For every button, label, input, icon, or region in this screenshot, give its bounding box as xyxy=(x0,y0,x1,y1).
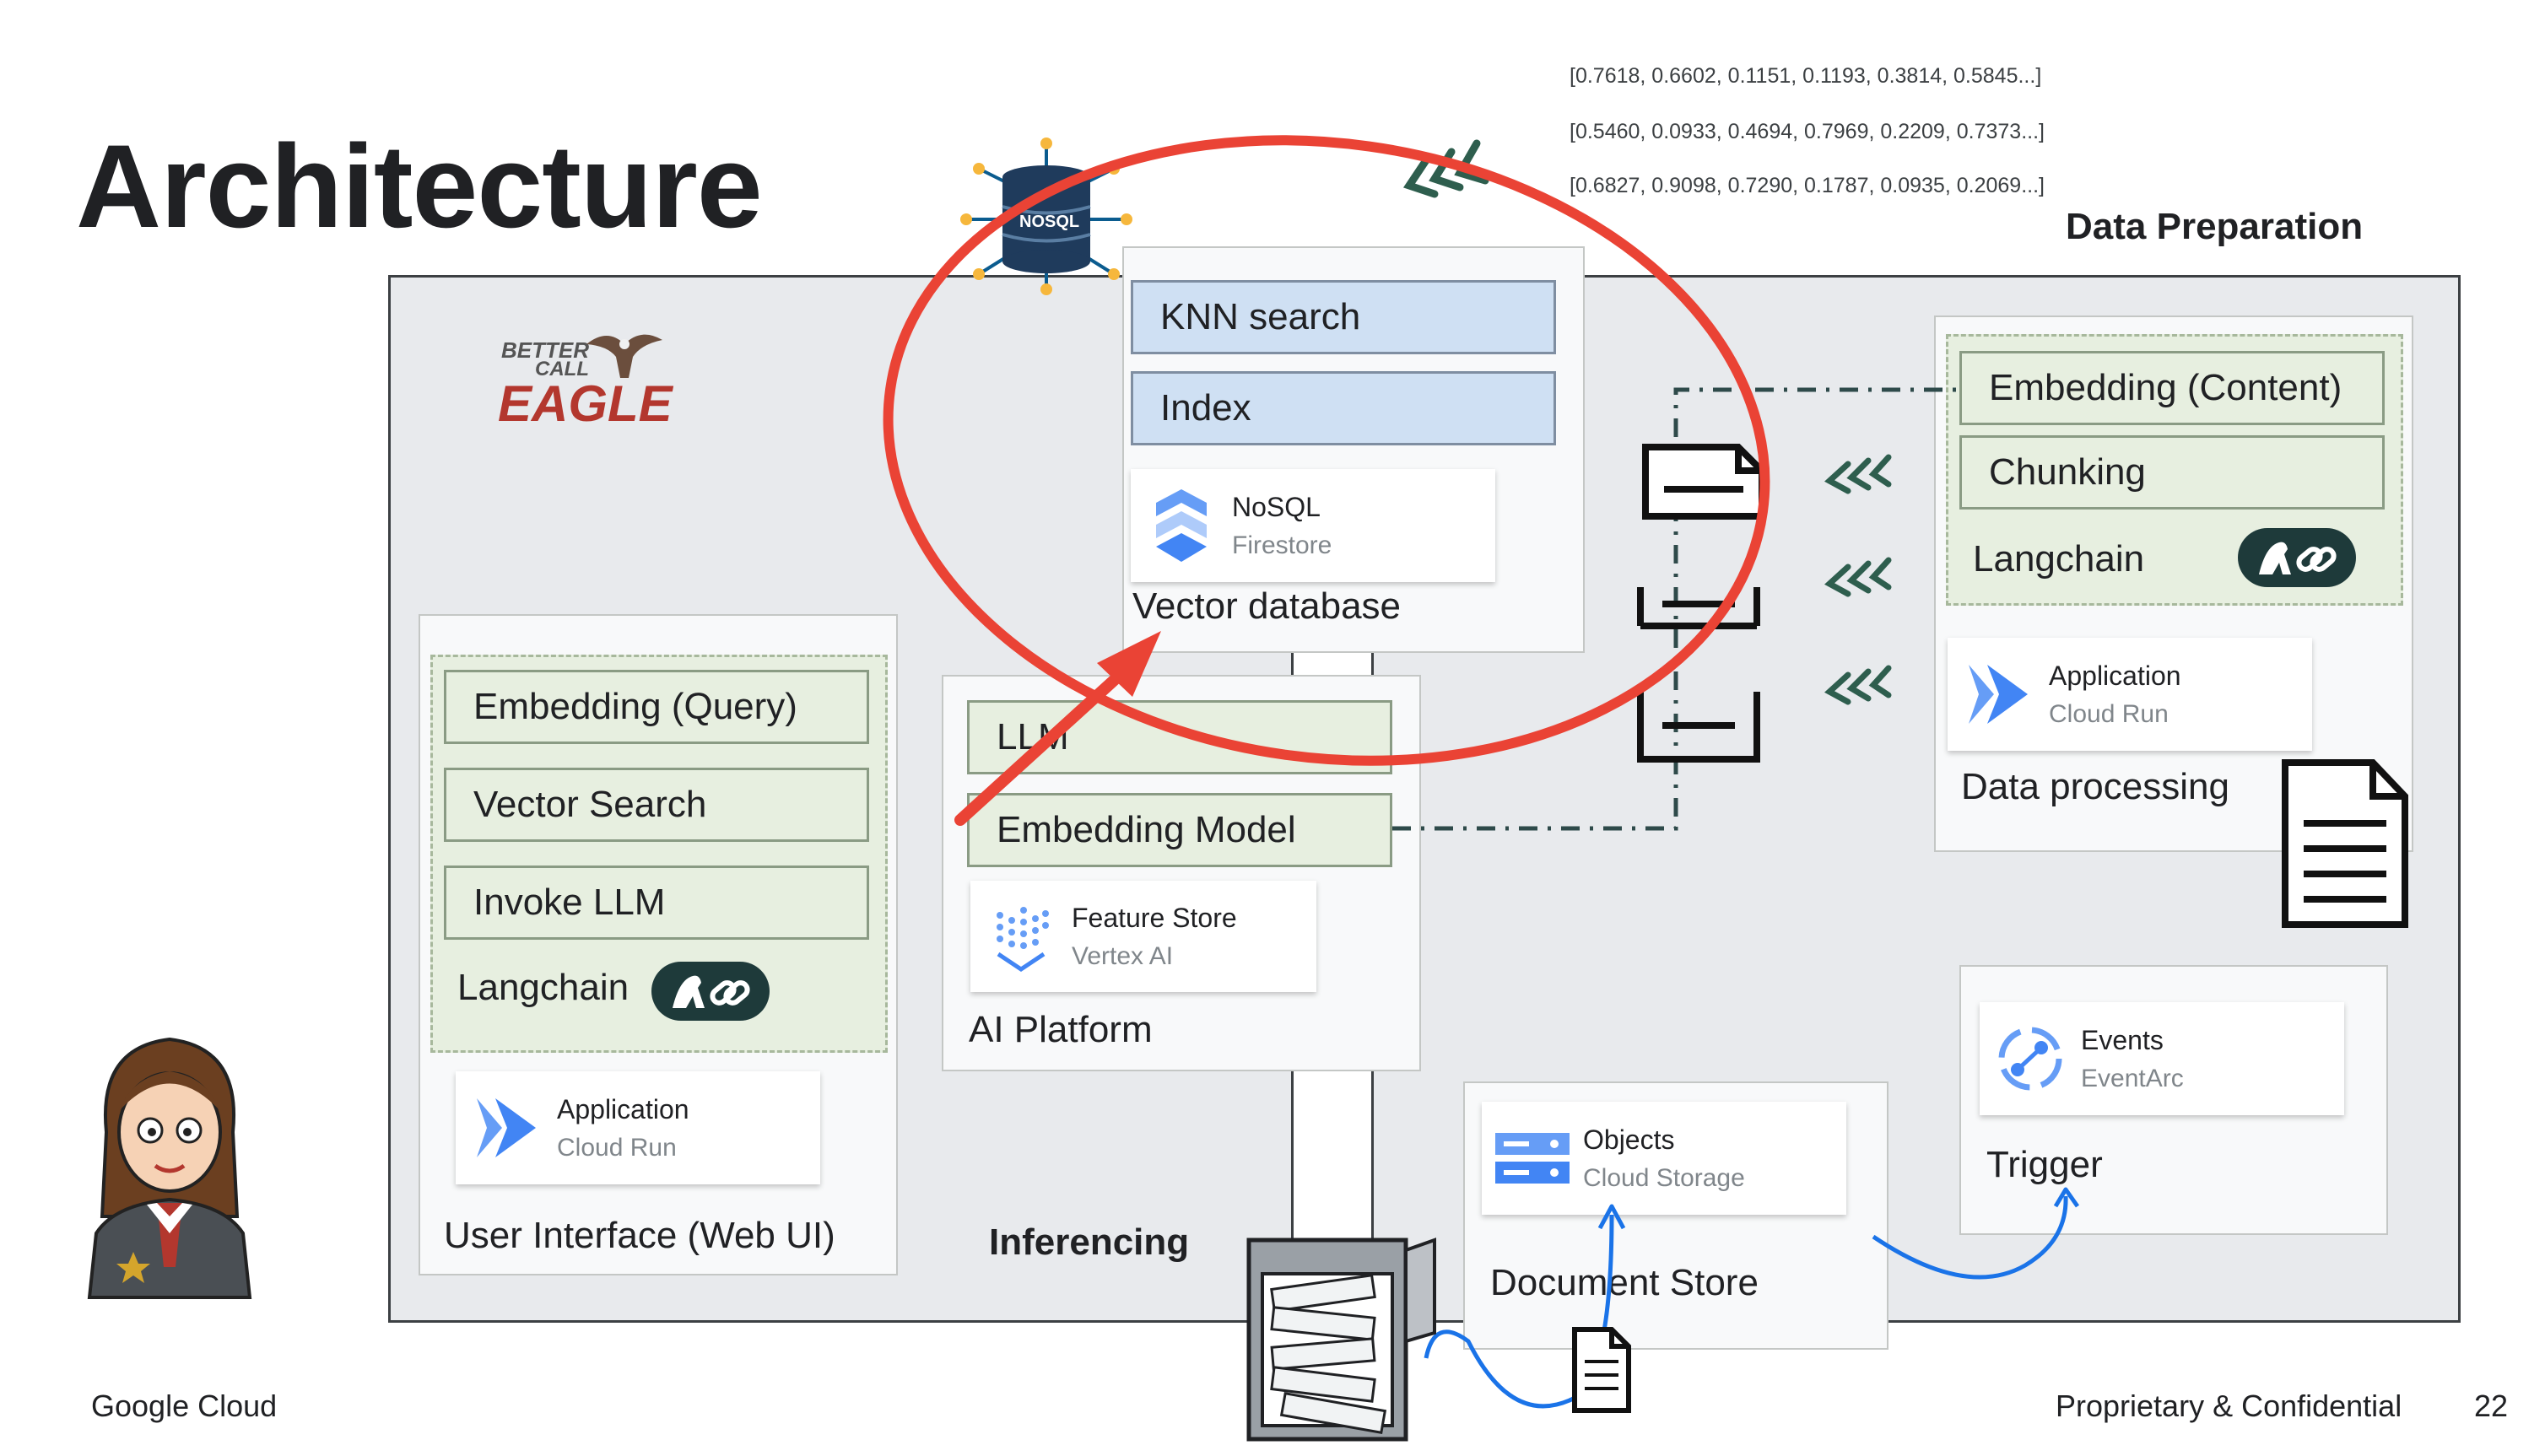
firestore-card: NoSQL Firestore xyxy=(1131,469,1495,582)
chunking-box: Chunking xyxy=(1959,435,2385,510)
cloud-run-icon xyxy=(477,1098,536,1157)
embedding-connector xyxy=(1392,387,1959,831)
vertex-icon-wrap xyxy=(970,881,1072,992)
embedding-content-box: Embedding (Content) xyxy=(1959,351,2385,425)
eventarc-card-title: Events xyxy=(2081,1024,2164,1055)
cloud-storage-card: Objects Cloud Storage xyxy=(1482,1102,1846,1215)
vector-database-label: Vector database xyxy=(1132,585,1402,627)
feature-store-card-title: Feature Store xyxy=(1072,902,1237,933)
firestore-card-title: NoSQL xyxy=(1232,491,1321,522)
cloud-storage-card-subtitle: Cloud Storage xyxy=(1583,1163,1745,1192)
ui-cloud-run-icon-wrap xyxy=(456,1071,557,1184)
firestore-icon-wrap xyxy=(1131,469,1232,582)
data-preparation-label: Data Preparation xyxy=(2066,206,2364,247)
eventarc-card-subtitle: EventArc xyxy=(2081,1064,2184,1092)
ui-cloud-run-card-text: Application Cloud Run xyxy=(557,1094,689,1162)
dp-langchain-label: Langchain xyxy=(1973,538,2145,580)
ui-cloud-run-card-subtitle: Cloud Run xyxy=(557,1133,677,1162)
dp-cloud-run-card-text: Application Cloud Run xyxy=(2049,661,2181,729)
page-number: 22 xyxy=(2474,1389,2509,1423)
eagle-icon xyxy=(586,334,662,378)
inferencing-label: Inferencing xyxy=(989,1221,1190,1263)
embedding-query-box: Embedding (Query) xyxy=(444,670,869,744)
firestore-card-text: NoSQL Firestore xyxy=(1232,492,1332,560)
langchain-icon xyxy=(673,975,750,1008)
storage-to-trigger-arrow xyxy=(1872,1195,2068,1280)
better-call-eagle-logo: BETTER CALL EAGLE xyxy=(498,319,673,432)
document-icon xyxy=(2282,759,2408,928)
vertex-ai-icon xyxy=(997,907,1049,973)
firestore-icon xyxy=(1156,489,1207,562)
data-processing-label: Data processing xyxy=(1961,766,2229,807)
vector-sample-3: [0.6827, 0.9098, 0.7290, 0.1787, 0.0935,… xyxy=(1570,174,2045,197)
eventarc-card-text: Events EventArc xyxy=(2081,1025,2184,1093)
knn-search-box: KNN search xyxy=(1131,280,1556,354)
trigger-label: Trigger xyxy=(1986,1144,2103,1185)
dp-cloud-run-card-title: Application xyxy=(2049,660,2181,691)
vector-sample-1: [0.7618, 0.6602, 0.1151, 0.1193, 0.3814,… xyxy=(1570,64,2042,88)
feature-store-card-subtitle: Vertex AI xyxy=(1072,941,1174,970)
feature-store-card-text: Feature Store Vertex AI xyxy=(1072,903,1237,971)
vector-search-box: Vector Search xyxy=(444,768,869,842)
ui-langchain-logo xyxy=(651,962,770,1021)
eventarc-icon-wrap xyxy=(1980,1002,2081,1115)
page-title: Architecture xyxy=(76,120,763,252)
feature-store-card: Feature Store Vertex AI xyxy=(970,881,1316,992)
footer-right: Proprietary & Confidential xyxy=(2056,1389,2402,1423)
cloud-storage-card-text: Objects Cloud Storage xyxy=(1583,1124,1745,1193)
annotation-arrowhead xyxy=(1097,631,1161,697)
dp-cloud-run-card: Application Cloud Run xyxy=(1948,638,2312,751)
small-chevrons xyxy=(1824,454,1892,705)
file-cabinet-icon xyxy=(1246,1238,1436,1442)
dp-cloud-run-card-subtitle: Cloud Run xyxy=(2049,699,2169,728)
langchain-icon xyxy=(2259,542,2337,574)
user-interface-label: User Interface (Web UI) xyxy=(444,1215,835,1256)
vector-sample-2: [0.5460, 0.0933, 0.4694, 0.7969, 0.2209,… xyxy=(1570,120,2045,143)
index-box: Index xyxy=(1131,371,1556,445)
cloud-run-icon xyxy=(1969,665,2028,724)
cloud-storage-icon-wrap xyxy=(1482,1102,1583,1215)
logo-line-call: CALL xyxy=(535,358,589,380)
footer-left: Google Cloud xyxy=(91,1389,278,1423)
cloud-storage-card-title: Objects xyxy=(1583,1124,1675,1155)
nosql-badge-text: NOSQL xyxy=(1019,213,1080,231)
cloud-storage-icon xyxy=(1495,1133,1570,1184)
invoke-llm-box: Invoke LLM xyxy=(444,866,869,940)
annotation-arrow xyxy=(954,662,1133,826)
ui-langchain-label: Langchain xyxy=(457,967,629,1008)
lawyer-avatar xyxy=(87,1037,252,1299)
dp-cloud-run-icon-wrap xyxy=(1948,638,2049,751)
document-store-label: Document Store xyxy=(1490,1262,1759,1303)
dp-langchain-logo xyxy=(2238,528,2356,587)
firestore-card-subtitle: Firestore xyxy=(1232,531,1332,559)
embedding-model-box: Embedding Model xyxy=(967,793,1392,867)
logo-line-eagle: EAGLE xyxy=(498,375,673,432)
ui-cloud-run-card: Application Cloud Run xyxy=(456,1071,820,1184)
ai-platform-label: AI Platform xyxy=(969,1009,1153,1050)
upload-document-icon xyxy=(1572,1327,1631,1413)
logo-line-better: BETTER xyxy=(501,337,589,363)
eventarc-card: Events EventArc xyxy=(1980,1002,2344,1115)
eventarc-icon xyxy=(1998,1027,2062,1091)
ui-cloud-run-card-title: Application xyxy=(557,1093,689,1124)
annotation-ellipse xyxy=(883,135,1770,766)
